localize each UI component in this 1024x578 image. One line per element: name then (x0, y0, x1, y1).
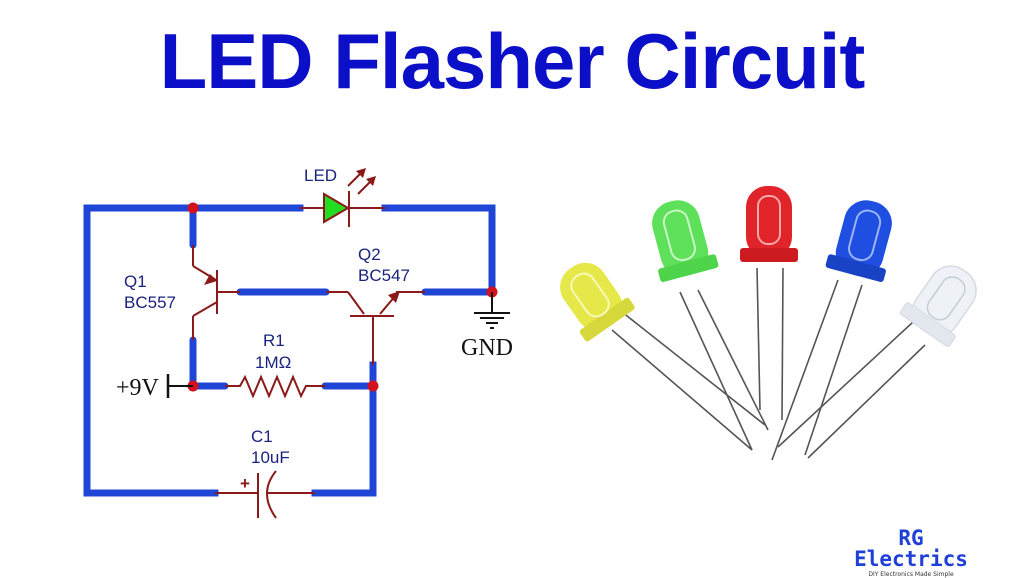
ground-label: GND (461, 335, 513, 361)
logo-name: RG Electrics (854, 526, 968, 571)
led-label: LED (304, 166, 337, 185)
q1-ref: Q1 (124, 272, 147, 291)
junction-r1-right (367, 380, 379, 392)
led-blue (825, 200, 892, 283)
led-symbol (300, 168, 385, 227)
wire-right-loop (381, 204, 496, 296)
logo-tagline: DIY Electronics Made Simple (868, 571, 954, 578)
supply-terminal (166, 374, 193, 398)
c1-polarity: + (240, 474, 250, 493)
brand-logo: RG Electrics DIY Electronics Made Simple (836, 528, 986, 578)
c1-ref: C1 (251, 427, 273, 446)
q1-transistor (192, 245, 240, 340)
q2-ref: Q2 (358, 245, 381, 264)
q1-part: BC557 (124, 293, 176, 312)
r1-value: 1MΩ (255, 353, 291, 372)
q2-transistor (326, 291, 425, 365)
led-red (740, 186, 798, 262)
wire-q1-collector (189, 336, 229, 390)
led-photo (560, 186, 977, 461)
wire-q2-collector-cap (311, 361, 377, 497)
q2-part: BC547 (358, 266, 410, 285)
c1-capacitor (215, 470, 315, 519)
led-yellow (560, 262, 635, 342)
led-clear (899, 265, 977, 347)
r1-ref: R1 (263, 331, 285, 350)
ground-symbol (474, 292, 510, 329)
led-green (652, 200, 719, 283)
r1-resistor (225, 374, 325, 399)
c1-value: 10uF (251, 448, 290, 467)
supply-label: +9V (116, 375, 160, 401)
page-title: LED Flasher Circuit (159, 17, 866, 105)
junction-top (187, 202, 199, 214)
